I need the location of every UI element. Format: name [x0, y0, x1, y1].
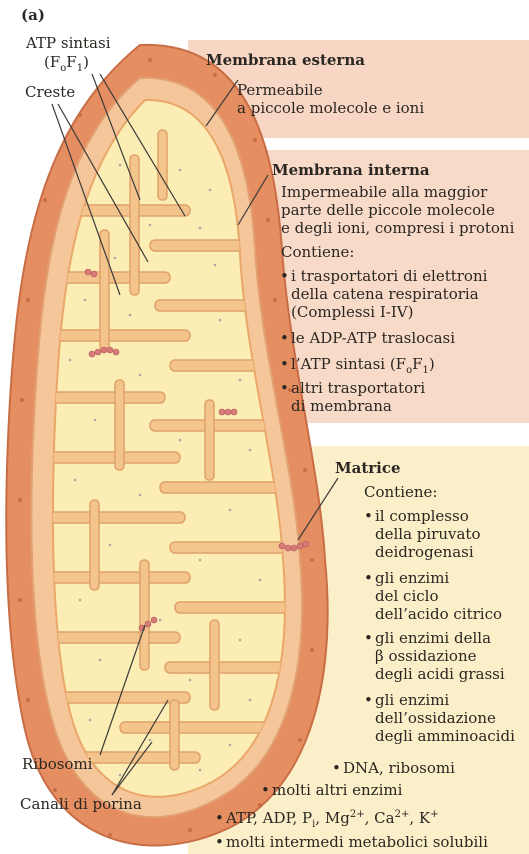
- matrix-bullet-3: gli enzimi della: [375, 630, 491, 647]
- matrix-contains: Contiene:: [364, 484, 437, 501]
- matrix-bullet-4-cont: dell’ossidazione: [375, 710, 496, 727]
- ribosomes-label: Ribosomi: [22, 756, 92, 773]
- matrix-bullet-1-cont: deidrogenasi: [375, 544, 474, 561]
- matrix-title: Matrice: [335, 460, 401, 477]
- inner-membrane-line: parte delle piccole molecole: [281, 202, 495, 219]
- inner-membrane-title: Membrana interna: [272, 162, 430, 179]
- matrix-bullet-7: ATP, ADP, Pi, Mg2+, Ca2+, K+: [226, 810, 438, 827]
- inner-bullet-4-cont: di membrana: [291, 398, 392, 415]
- panel-label: (a): [21, 7, 45, 24]
- matrix-bullet-1: il complesso: [375, 508, 469, 525]
- inner-bullet-2: le ADP-ATP traslocasi: [291, 330, 455, 347]
- inner-bullet-1: i trasportatori di elettroni: [291, 268, 487, 285]
- inner-bullet-4: altri trasportatori: [291, 380, 425, 397]
- matrix-bullet-8: molti intermedi metabolici solubili: [226, 834, 488, 851]
- inner-bullet-1-cont: (Complessi I-IV): [291, 304, 413, 321]
- matrix-bullet-5: DNA, ribosomi: [343, 760, 455, 777]
- matrix-bullet-2-cont: dell’acido citrico: [375, 606, 502, 623]
- matrix-bullet-2: gli enzimi: [375, 570, 449, 587]
- matrix-bullet-4-cont: degli amminoacidi: [375, 728, 515, 745]
- inner-membrane-line: Impermeabile alla maggior: [281, 184, 487, 201]
- matrix-bullet-2-cont: del ciclo: [375, 588, 438, 605]
- inner-membrane-contains: Contiene:: [281, 244, 354, 261]
- outer-membrane-title: Membrana esterna: [206, 52, 365, 69]
- outer-membrane-line: Permeabile: [237, 82, 323, 99]
- matrix-bullet-4: gli enzimi: [375, 692, 449, 709]
- inner-bullet-1-cont: della catena respiratoria: [291, 286, 479, 303]
- inner-membrane-line: e degli ioni, compresi i protoni: [281, 220, 514, 237]
- outer-membrane-line: a piccole molecole e ioni: [237, 100, 424, 117]
- matrix-bullet-6: molti altri enzimi: [272, 782, 402, 799]
- matrix-bullet-1-cont: della piruvato: [375, 526, 481, 543]
- atp-synthase-label-line2: (FoF1): [44, 54, 89, 71]
- matrix-bullet-3-cont: degli acidi grassi: [375, 666, 505, 683]
- atp-synthase-label-line1: ATP sintasi: [26, 35, 111, 52]
- cristae-label: Creste: [25, 84, 75, 101]
- porin-channels-label: Canali di porina: [20, 796, 142, 813]
- inner-bullet-3: l’ATP sintasi (FoF1): [291, 356, 435, 373]
- matrix-bullet-3-cont: β ossidazione: [375, 648, 476, 665]
